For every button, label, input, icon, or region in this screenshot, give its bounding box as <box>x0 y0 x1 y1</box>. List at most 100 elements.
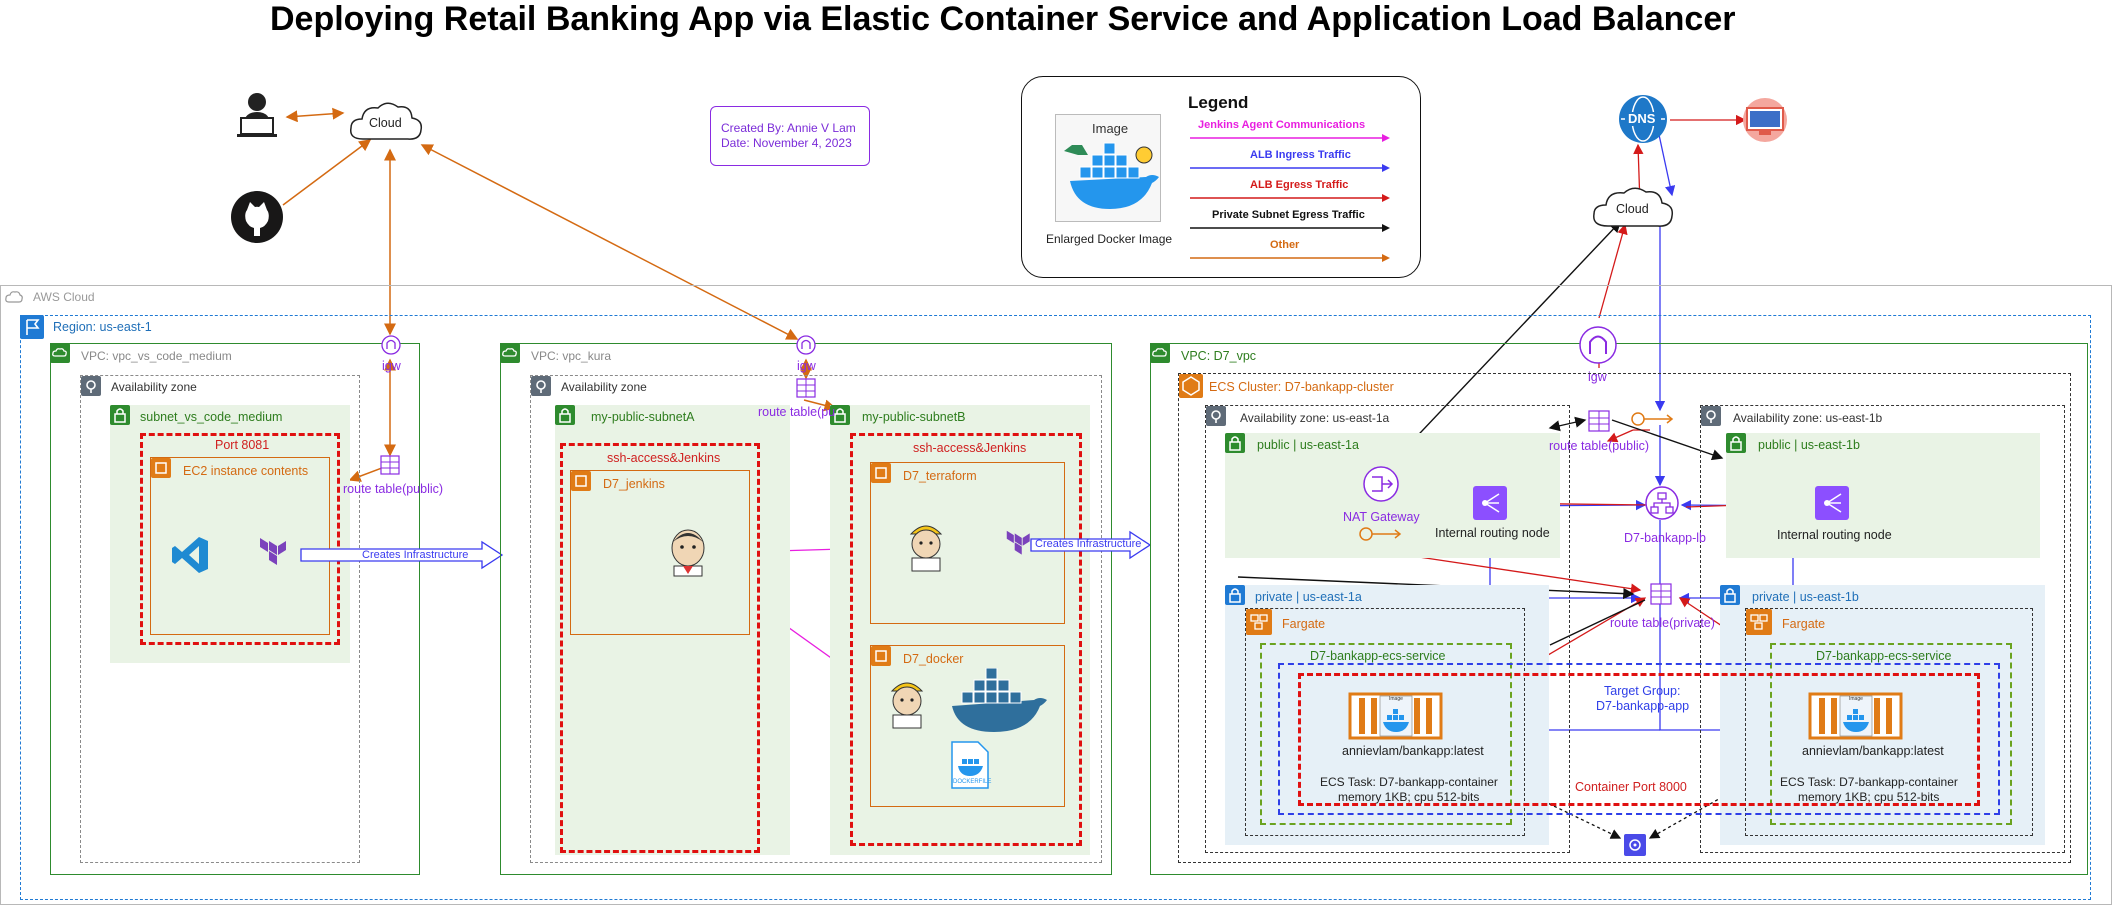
priv1-label: private | us-east-1a <box>1255 590 1362 604</box>
subnet-lock-icon <box>555 405 575 425</box>
target-group-line1: Target Group: <box>1604 684 1681 698</box>
pub2-label: public | us-east-1b <box>1758 438 1860 452</box>
github-icon <box>230 190 284 244</box>
vpc1-availability-zone: Availability zone <box>80 375 360 863</box>
legend-docker-image: Image <box>1055 114 1161 222</box>
az-us-east-1b: Availability zone: us-east-1b <box>1700 405 2065 853</box>
vpc-d7: VPC: D7_vpc <box>1150 343 2088 875</box>
igw-icon-vpc3 <box>1578 325 1618 365</box>
ec2-icon <box>151 458 171 478</box>
alb-icon <box>1644 485 1680 521</box>
docker-whale-icon <box>948 667 1048 734</box>
vpc1-subnet-label: subnet_vs_code_medium <box>140 410 283 424</box>
ec2-instance-contents: EC2 instance contents <box>150 457 330 635</box>
subnet-lock-icon <box>1225 585 1245 605</box>
target-group-line2: D7-bankapp-app <box>1596 699 1690 713</box>
credit-date: Date: November 4, 2023 <box>721 136 852 150</box>
credit-author: Created By: Annie V Lam <box>721 121 856 135</box>
route-table-icon-vpc1 <box>380 455 400 475</box>
route-table-private-icon <box>1650 583 1672 605</box>
ssh-b-label: ssh-access&Jenkins <box>913 441 1027 455</box>
vpc-endpoint-icon <box>1624 834 1646 856</box>
vpc1-az-label: Availability zone <box>111 380 197 394</box>
container-port-label: Container Port 8000 <box>1575 780 1687 794</box>
region-flag-icon <box>20 315 44 339</box>
ssh-jenkins-group-b: ssh-access&Jenkins <box>850 433 1082 846</box>
ecs-cluster: ECS Cluster: D7-bankapp-cluster <box>1178 373 2071 863</box>
private-subnet-1b: private | us-east-1b <box>1720 585 2045 845</box>
subnet-lock-icon <box>1726 433 1746 453</box>
terraform-icon <box>258 538 292 568</box>
task1-line1: ECS Task: D7-bankapp-container <box>1320 775 1498 789</box>
legend-label-other: Other <box>1270 239 1300 251</box>
nat-gateway-icon <box>1362 465 1400 503</box>
mini-image-label: Image <box>1849 696 1863 702</box>
az2-label: Availability zone: us-east-1b <box>1733 411 1883 425</box>
task1-line2: memory 1KB; cpu 512-bits <box>1338 790 1480 804</box>
cloud-right-shape: Cloud <box>1588 182 1678 234</box>
igw-label-vpc2: igw <box>797 359 816 373</box>
priv2-label: private | us-east-1b <box>1752 590 1859 604</box>
route-table-label-vpc2: route table(pu <box>758 405 836 419</box>
jenkins-controller-icon <box>668 528 708 578</box>
svc1-label: D7-bankapp-ecs-service <box>1310 649 1446 663</box>
page-title: Deploying Retail Banking App via Elastic… <box>270 0 1736 38</box>
cloud-left-shape: Cloud <box>345 97 425 147</box>
fargate1-label: Fargate <box>1282 617 1326 631</box>
region-label: Region: us-east-1 <box>53 320 152 334</box>
public-subnet-1b: public | us-east-1b <box>1726 433 2040 558</box>
dns-label: DNS <box>1628 111 1656 126</box>
port-8081-label: Port 8081 <box>215 438 270 452</box>
subnet-lock-icon <box>830 405 850 425</box>
legend-label-ingress: ALB Ingress Traffic <box>1250 149 1351 161</box>
pub1-label: public | us-east-1a <box>1257 438 1359 452</box>
ec2-icon <box>871 646 891 666</box>
subnet-lock-icon <box>110 405 130 425</box>
igw-icon-vpc1 <box>380 334 402 356</box>
user-laptop-icon <box>235 90 279 140</box>
cloud-right-label: Cloud <box>1616 202 1649 216</box>
legend-label-private-egress: Private Subnet Egress Traffic <box>1212 209 1365 221</box>
vpc1-label: VPC: vpc_vs_code_medium <box>81 349 232 363</box>
legend-label-egress: ALB Egress Traffic <box>1250 179 1349 191</box>
target-group: Target Group: D7-bankapp-app <box>1278 663 2000 815</box>
vpc2-az-label: Availability zone <box>561 380 647 394</box>
jenkins-agent-terraform-icon <box>907 518 945 573</box>
web-console-icon <box>1742 97 1788 143</box>
az-pin-icon <box>531 376 551 396</box>
ecs-service-1a: D7-bankapp-ecs-service <box>1260 643 1512 825</box>
az-pin-icon <box>1701 406 1721 426</box>
igw-icon-vpc2 <box>795 334 817 356</box>
subnet-b-label: my-public-subnetB <box>862 410 966 424</box>
subnet-a: my-public-subnetA <box>555 405 790 855</box>
legend-image-label: Image <box>1092 121 1129 136</box>
nat-label: NAT Gateway <box>1343 510 1420 524</box>
legend-box: Image Enlarged Docker Image Legend Jenki… <box>1021 76 1421 278</box>
alb-label: D7-bankapp-lb <box>1624 531 1706 545</box>
fargate-1a: Fargate <box>1245 608 1525 836</box>
dockerfile-icon: DOCKERFILE <box>950 740 992 790</box>
creates-infra-label-2: Creates Infrastructure <box>1035 538 1142 550</box>
internal-routing-node-1-icon <box>1473 486 1507 520</box>
task2-line1: ECS Task: D7-bankapp-container <box>1780 775 1958 789</box>
ec2-icon <box>571 471 591 491</box>
fargate-icon <box>1746 609 1772 635</box>
dockerfile-label: DOCKERFILE <box>953 779 992 785</box>
route-table-icon-vpc2 <box>796 378 816 398</box>
dns-icon: DNS <box>1618 94 1668 144</box>
docker-whale-icon <box>1064 142 1159 209</box>
vpc3-label: VPC: D7_vpc <box>1181 349 1257 363</box>
region-group: Region: us-east-1 <box>20 315 2091 900</box>
task2-line2: memory 1KB; cpu 512-bits <box>1798 790 1940 804</box>
legend-heading: Legend <box>1188 93 1249 112</box>
aws-cloud-icon <box>5 291 23 303</box>
jenkins-agent-docker-icon <box>888 675 926 730</box>
irn1-label: Internal routing node <box>1435 526 1550 540</box>
fargate-icon <box>1246 609 1272 635</box>
aws-cloud-label: AWS Cloud <box>33 290 95 304</box>
container-port-group: Container Port 8000 <box>1298 673 1980 806</box>
other-links <box>282 107 837 482</box>
mini-image-label: Image <box>1389 696 1403 702</box>
creates-infra-arrow-1 <box>300 540 504 570</box>
legend-label-jenkins: Jenkins Agent Communications <box>1198 119 1366 131</box>
